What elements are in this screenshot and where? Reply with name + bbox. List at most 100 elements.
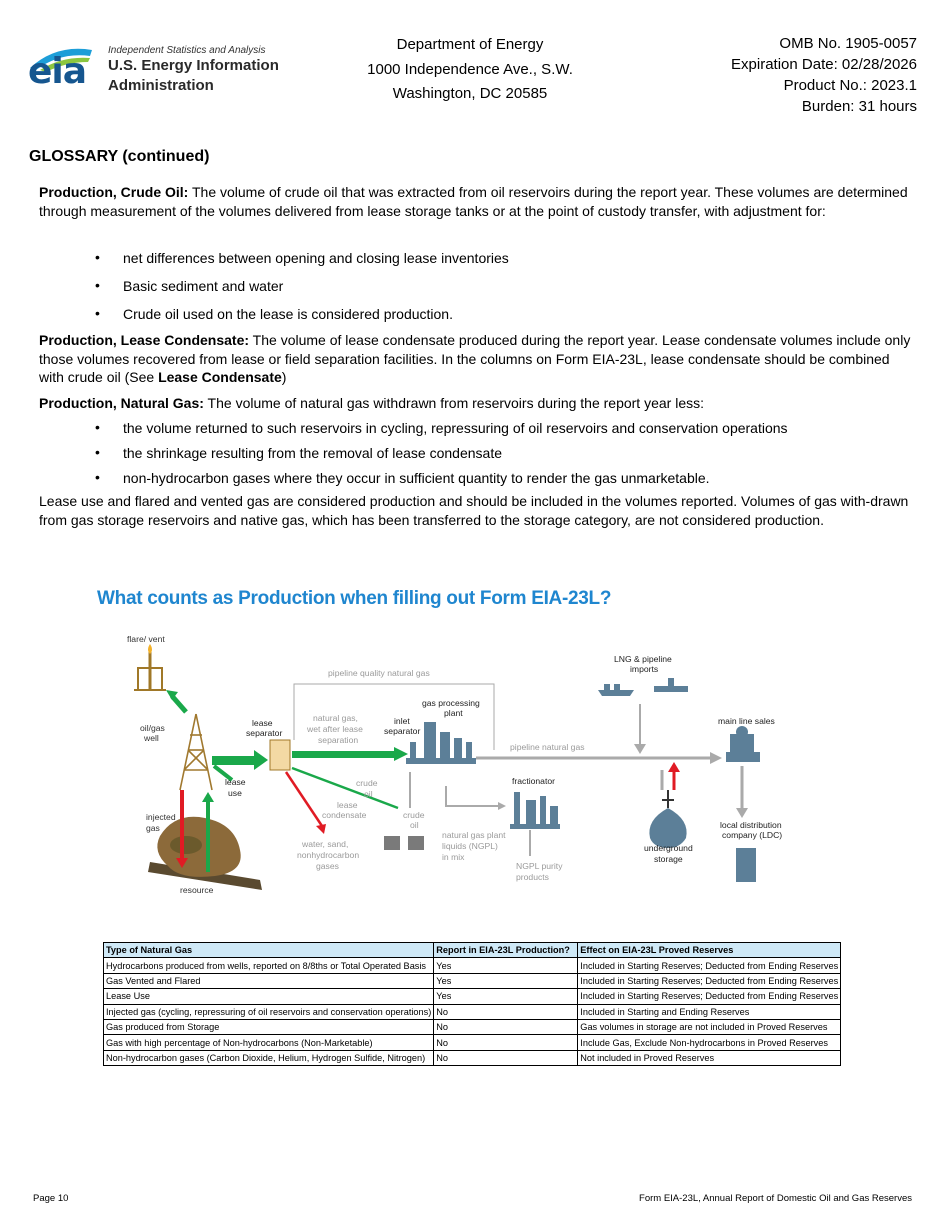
table-cell: Hydrocarbons produced from wells, report…	[102, 957, 435, 974]
eia-logo: eia Independent Statistics and Analysis …	[26, 38, 316, 104]
bullet-icon: •	[95, 305, 100, 321]
table-row: Non-hydrocarbon gases (Carbon Dioxide, H…	[102, 1049, 842, 1067]
table-cell: Include Gas, Exclude Non-hydrocarbons in…	[577, 1034, 842, 1051]
bullet-icon: •	[95, 419, 100, 435]
table-row: Hydrocarbons produced from wells, report…	[102, 957, 842, 974]
table-cell: No	[433, 1018, 579, 1036]
logo-tagline: Independent Statistics and Analysis	[108, 45, 266, 56]
bullet-icon: •	[95, 469, 100, 485]
label-pipeline-natural-gas: pipeline natural gas	[510, 742, 585, 752]
close-paren: )	[281, 369, 287, 385]
form-title-footer: Form EIA-23L, Annual Report of Domestic …	[639, 1193, 912, 1204]
natural-gas-types-table: Type of Natural Gas Report in EIA-23L Pr…	[102, 941, 842, 1067]
address-line: Washington, DC 20585	[392, 85, 548, 102]
term: Production, Lease Condensate:	[39, 332, 250, 348]
crude-oil-tanks-icon	[384, 836, 424, 850]
omb-number: OMB No. 1905-0057	[779, 35, 917, 52]
lng-ship-icon	[598, 678, 688, 696]
underground-storage-icon	[649, 790, 687, 848]
table-cell: Gas Vented and Flared	[102, 972, 435, 990]
table-header-row: Type of Natural Gas Report in EIA-23L Pr…	[102, 941, 842, 959]
table-cell: Lease Use	[102, 988, 435, 1005]
agency-address: Department of Energy 1000 Independence A…	[330, 33, 610, 107]
table-cell: Included in Starting Reserves; Deducted …	[577, 988, 842, 1005]
definition-crude-oil: Production, Crude Oil: The volume of cru…	[39, 183, 911, 220]
table-row: Injected gas (cycling, repressuring of o…	[102, 1003, 842, 1020]
table-cell: Yes	[433, 972, 579, 990]
expiration-date: Expiration Date: 02/28/2026	[731, 56, 917, 73]
flare-icon	[134, 644, 166, 691]
bullet-text: Basic sediment and water	[123, 278, 284, 294]
definition-text: The volume of crude oil that was extract…	[39, 184, 908, 219]
table-cell: Yes	[433, 957, 579, 974]
table-cell: Injected gas (cycling, repressuring of o…	[102, 1003, 435, 1020]
table-cell: Gas produced from Storage	[102, 1018, 435, 1036]
label-main-line-sales: main line sales	[718, 716, 775, 726]
address-line: Department of Energy	[396, 36, 544, 53]
page-number: Page 10	[33, 1193, 69, 1204]
main-line-sales-icon	[726, 726, 760, 762]
bullet-icon: •	[95, 444, 100, 460]
diagram-title: What counts as Production when filling o…	[97, 588, 612, 609]
table-cell: Gas volumes in storage are not included …	[577, 1018, 842, 1036]
table-cell: No	[433, 1003, 579, 1020]
burden: Burden: 31 hours	[801, 98, 917, 115]
logo-name-line1: U.S. Energy Information	[108, 57, 279, 74]
closing-paragraph: Lease use and flared and vented gas are …	[39, 493, 909, 528]
logo-name-line2: Administration	[108, 77, 214, 94]
label-resource: resource	[180, 885, 214, 895]
reservoir-icon	[148, 816, 262, 890]
definition-lease-condensate: Production, Lease Condensate: The volume…	[39, 331, 911, 387]
eia-mark: eia	[28, 51, 87, 92]
bullet-icon: •	[95, 277, 100, 293]
gas-processing-plant-icon	[406, 722, 476, 764]
address-line: 1000 Independence Ave., S.W.	[367, 60, 573, 78]
omb-block: OMB No. 1905-0057 Expiration Date: 02/28…	[731, 33, 917, 117]
table-cell: Gas with high percentage of Non-hydrocar…	[102, 1034, 435, 1051]
column-header: Report in EIA-23L Production?	[433, 941, 579, 959]
table-cell: Non-hydrocarbon gases (Carbon Dioxide, H…	[102, 1049, 435, 1067]
product-number: Product No.: 2023.1	[783, 77, 917, 94]
definition-text: The volume of natural gas withdrawn from…	[203, 395, 704, 411]
bullet-text: the volume returned to such reservoirs i…	[123, 420, 788, 436]
table-row: Lease Use Yes Included in Starting Reser…	[102, 988, 842, 1005]
definition-text: The volume of lease condensate produced …	[39, 332, 911, 385]
table-cell: Included in Starting Reserves; Deducted …	[577, 972, 842, 990]
label-fractionator: fractionator	[512, 776, 555, 786]
bullet-text: the shrinkage resulting from the removal…	[123, 445, 502, 461]
column-header: Effect on EIA-23L Proved Reserves	[577, 941, 842, 959]
bullet-text: net differences between opening and clos…	[123, 250, 509, 266]
table-cell: No	[433, 1049, 579, 1067]
term: Production, Crude Oil:	[39, 184, 189, 200]
eia-swoosh-icon	[30, 48, 92, 72]
table-row: Gas Vented and Flared Yes Included in St…	[102, 972, 842, 990]
table-cell: Included in Starting Reserves; Deducted …	[577, 957, 842, 974]
bullet-icon: •	[95, 249, 100, 265]
ldc-building-icon	[736, 848, 756, 882]
table-cell: No	[433, 1034, 579, 1051]
bullet-text: Crude oil used on the lease is considere…	[123, 306, 453, 322]
oil-gas-well-icon	[179, 713, 213, 791]
bullet-text: non-hydrocarbon gases where they occur i…	[123, 470, 710, 486]
table-row: Gas with high percentage of Non-hydrocar…	[102, 1034, 842, 1051]
column-header: Type of Natural Gas	[102, 941, 435, 959]
label-pipeline-quality-gas: pipeline quality natural gas	[328, 668, 430, 678]
table-cell: Included in Starting and Ending Reserves	[577, 1003, 842, 1020]
